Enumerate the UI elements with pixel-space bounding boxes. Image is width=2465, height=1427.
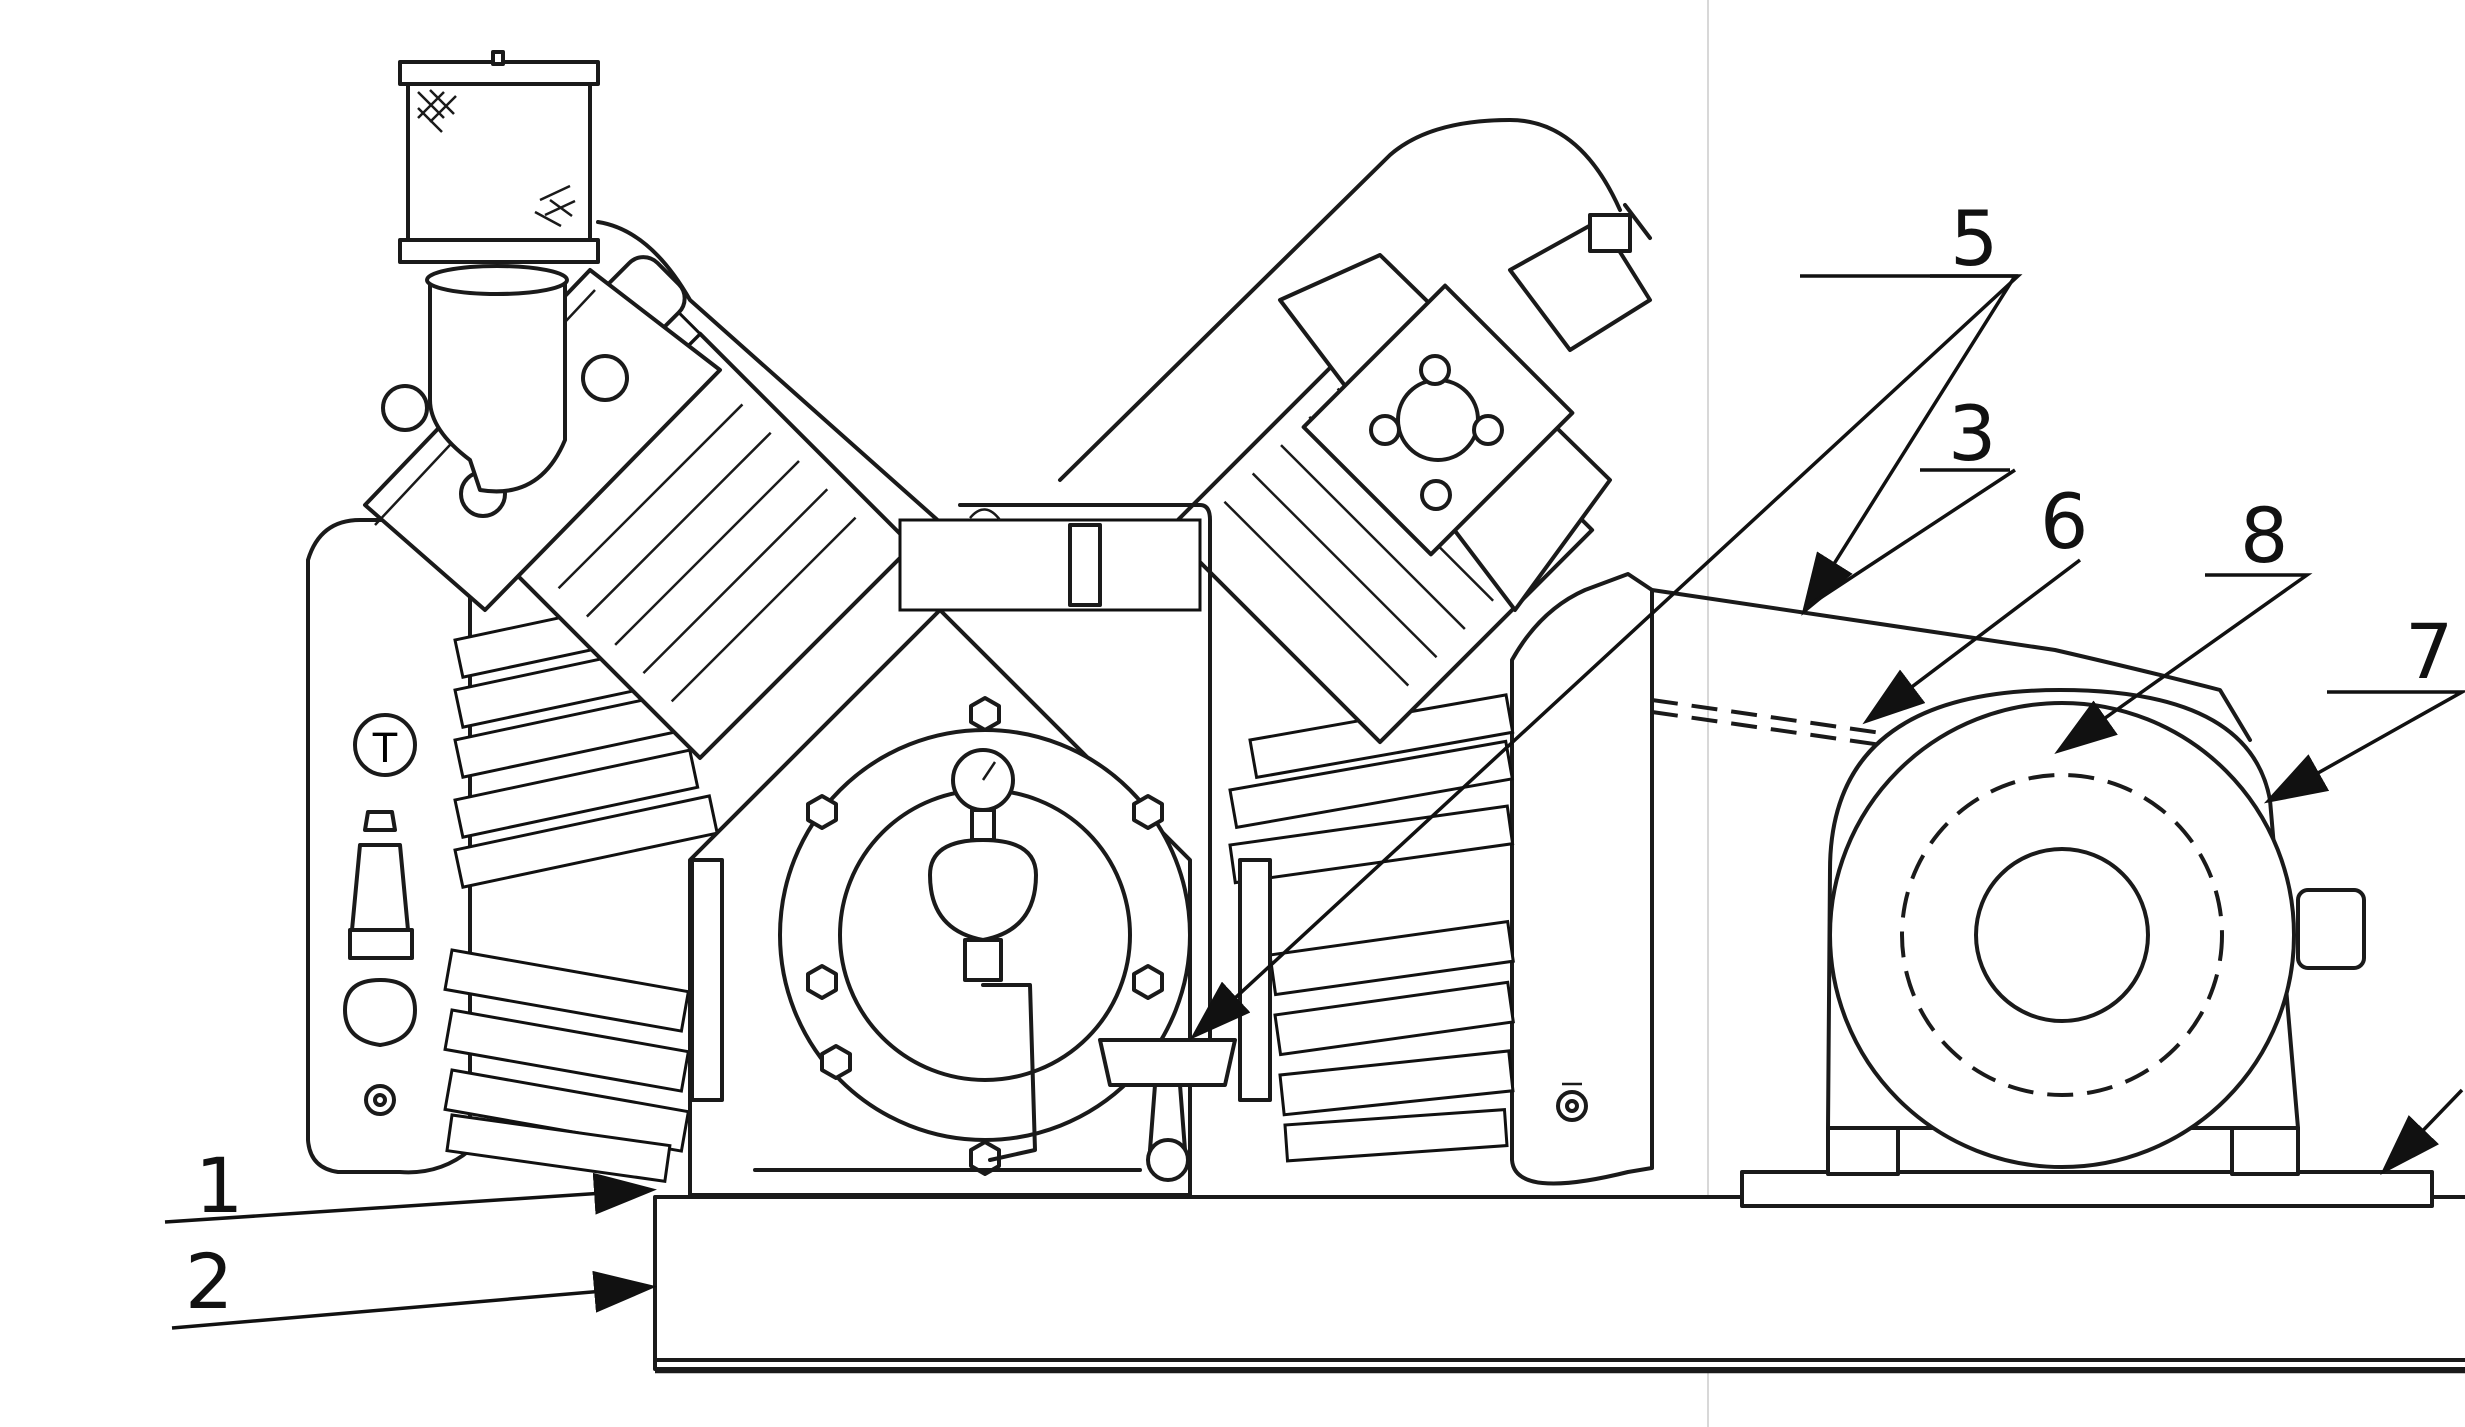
right-cylinder-head <box>1278 203 1652 612</box>
electric-motor <box>1826 688 2366 1169</box>
leader-2 <box>171 1270 657 1330</box>
oil-cup <box>1098 1038 1237 1087</box>
leader-7 <box>2263 690 2465 804</box>
callout-8: 8 <box>2240 491 2288 580</box>
intake-elbow <box>428 278 567 494</box>
base-frame <box>653 1195 2465 1374</box>
callout-lines <box>164 274 2465 1330</box>
top-manifold <box>898 503 1237 1182</box>
motor-shaft-hub <box>1974 847 2150 1023</box>
callout-3: 3 <box>1948 389 1996 478</box>
thermometer-icon <box>353 713 417 777</box>
callout-7: 7 <box>2405 607 2453 696</box>
air-filter <box>398 50 600 264</box>
right-cooling-fins <box>1228 693 1515 1163</box>
belt-guard <box>1510 572 2252 1186</box>
leader-5 <box>1189 274 2023 1040</box>
callout-5: 5 <box>1950 194 1998 283</box>
pulley-outline <box>1900 773 2224 1097</box>
thermometer-symbol: T <box>372 726 398 772</box>
leader-8 <box>2054 573 2313 755</box>
leader-base-plate <box>2380 1088 2464 1176</box>
callout-1: 1 <box>195 1141 243 1230</box>
callout-labels: 1 2 3 5 6 7 8 <box>185 194 2453 1326</box>
leader-6 <box>1862 558 2082 725</box>
unloader-line <box>596 220 962 542</box>
left-cylinder-head <box>363 264 722 612</box>
callout-6: 6 <box>2040 477 2088 566</box>
discharge-pipe <box>1058 118 1622 482</box>
oil-sight-glass <box>928 838 1038 942</box>
left-support-bracket: T <box>306 518 472 1175</box>
callout-2: 2 <box>185 1237 233 1326</box>
leader-1 <box>164 1172 657 1224</box>
